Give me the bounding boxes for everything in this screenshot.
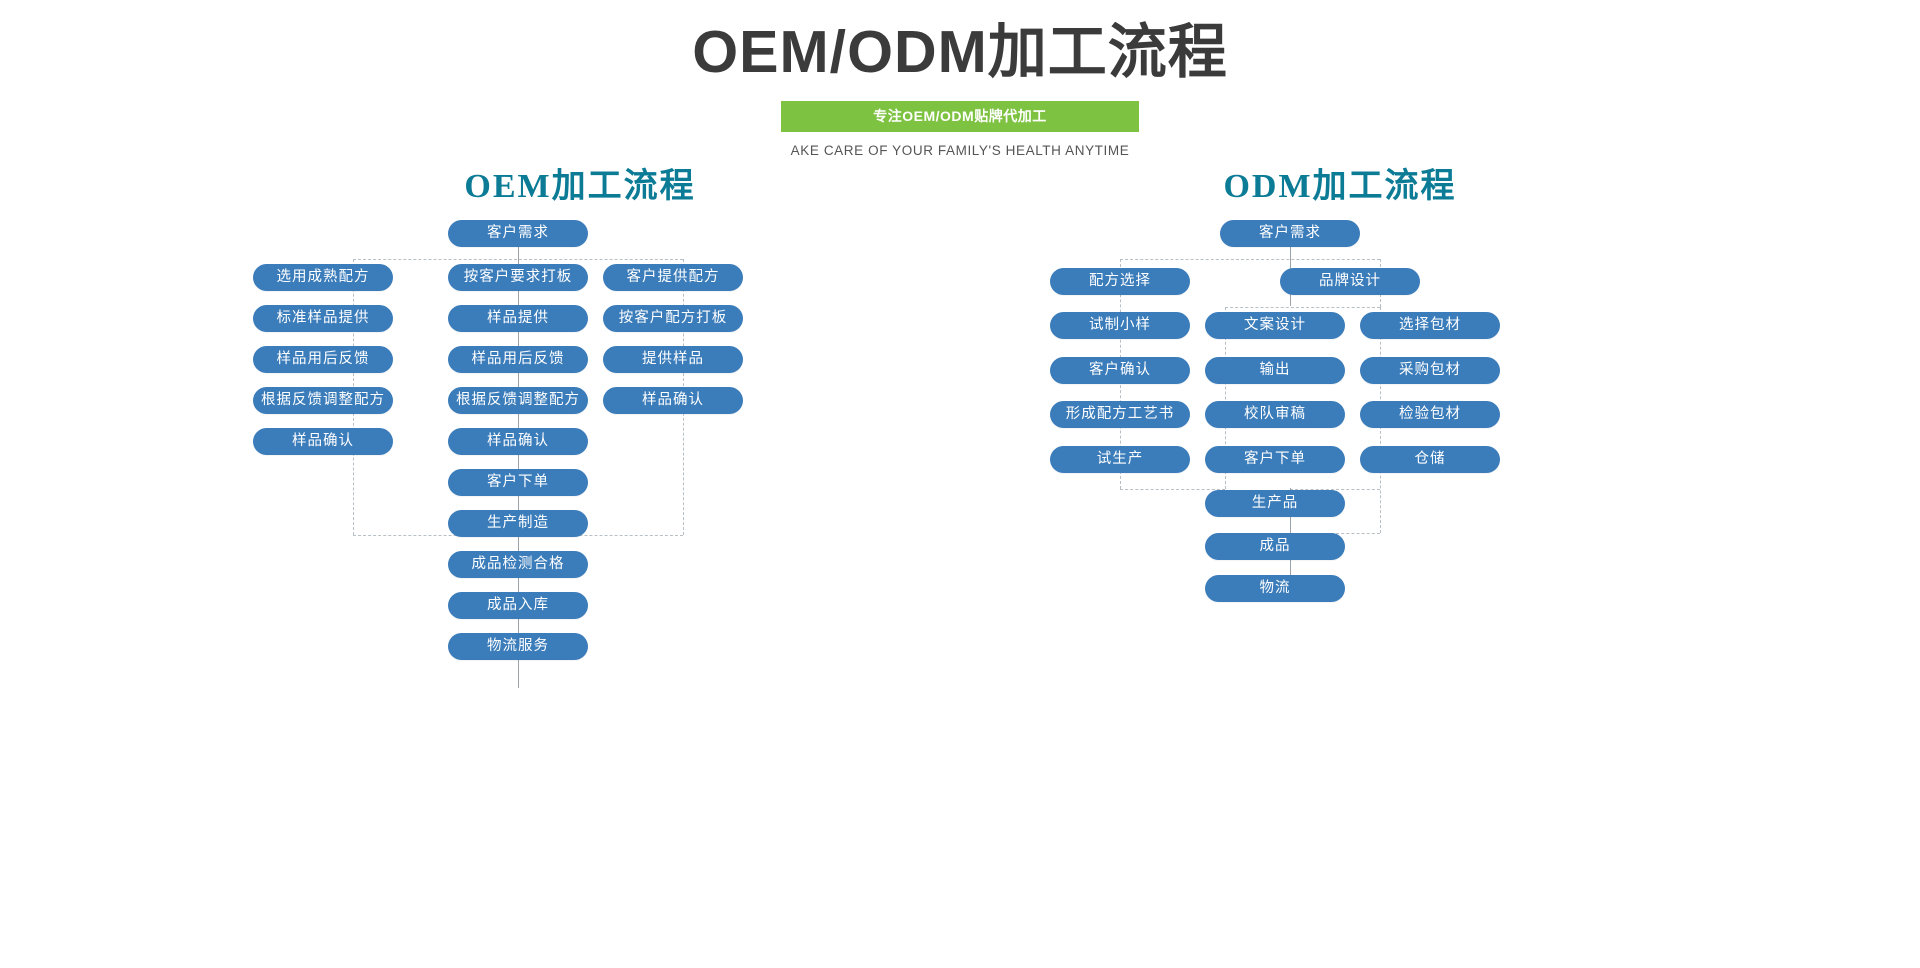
odm-node-mid-1[interactable]: 输出: [1205, 356, 1345, 384]
odm-split-top: [1120, 258, 1380, 260]
oem-node-right-0[interactable]: 客户提供配方: [603, 263, 743, 291]
oem-node-left-0[interactable]: 选用成熟配方: [253, 263, 393, 291]
odm-node-mid-3[interactable]: 客户下单: [1205, 445, 1345, 473]
oem-node-right-3[interactable]: 样品确认: [603, 386, 743, 414]
oem-node-right-2[interactable]: 提供样品: [603, 345, 743, 373]
oem-node-mid-1[interactable]: 样品提供: [448, 304, 588, 332]
flowcharts-area: OEM加工流程 客户需求 选用成熟配方 标准样品提供 样品用后反馈 根据反馈调整…: [0, 158, 1920, 858]
oem-node-left-1[interactable]: 标准样品提供: [253, 304, 393, 332]
odm-node-design-head[interactable]: 品牌设计: [1280, 267, 1420, 295]
odm-node-root[interactable]: 客户需求: [1220, 219, 1360, 247]
odm-merge-left: [1120, 488, 1225, 490]
oem-node-mid-3[interactable]: 根据反馈调整配方: [448, 386, 588, 414]
odm-node-right-0[interactable]: 选择包材: [1360, 311, 1500, 339]
odm-node-left-4[interactable]: 试生产: [1050, 445, 1190, 473]
odm-design-connector: [1225, 306, 1380, 308]
promo-banner: 专注OEM/ODM贴牌代加工: [781, 100, 1139, 132]
oem-node-trunk-0[interactable]: 客户下单: [448, 468, 588, 496]
odm-node-left-1[interactable]: 试制小样: [1050, 311, 1190, 339]
oem-node-left-3[interactable]: 根据反馈调整配方: [253, 386, 393, 414]
odm-section-title: ODM加工流程: [1223, 167, 1457, 205]
oem-node-trunk-2[interactable]: 成品检测合格: [448, 550, 588, 578]
page-title: OEM/ODM加工流程: [692, 19, 1228, 85]
odm-node-left-2[interactable]: 客户确认: [1050, 356, 1190, 384]
odm-node-right-3[interactable]: 仓储: [1360, 445, 1500, 473]
oem-node-right-1[interactable]: 按客户配方打板: [603, 304, 743, 332]
oem-node-mid-2[interactable]: 样品用后反馈: [448, 345, 588, 373]
page-header: OEM/ODM加工流程 专注OEM/ODM贴牌代加工 AKE CARE OF Y…: [0, 0, 1920, 158]
oem-node-mid-0[interactable]: 按客户要求打板: [448, 263, 588, 291]
odm-node-trunk-1[interactable]: 成品: [1205, 532, 1345, 560]
oem-node-trunk-3[interactable]: 成品入库: [448, 591, 588, 619]
odm-merge-pack-order: [1290, 488, 1380, 490]
oem-node-trunk-1[interactable]: 生产制造: [448, 509, 588, 537]
page-subtitle: AKE CARE OF YOUR FAMILY'S HEALTH ANYTIME: [790, 142, 1130, 158]
odm-node-right-1[interactable]: 采购包材: [1360, 356, 1500, 384]
oem-node-trunk-4[interactable]: 物流服务: [448, 632, 588, 660]
odm-mid-rail: [1225, 306, 1226, 489]
odm-node-mid-2[interactable]: 校队审稿: [1205, 400, 1345, 428]
odm-node-trunk-2[interactable]: 物流: [1205, 574, 1345, 602]
odm-node-left-3[interactable]: 形成配方工艺书: [1050, 400, 1190, 428]
odm-node-left-0[interactable]: 配方选择: [1050, 267, 1190, 295]
oem-node-mid-4[interactable]: 样品确认: [448, 427, 588, 455]
oem-node-left-4[interactable]: 样品确认: [253, 427, 393, 455]
oem-node-root[interactable]: 客户需求: [448, 219, 588, 247]
odm-node-mid-0[interactable]: 文案设计: [1205, 311, 1345, 339]
oem-node-left-2[interactable]: 样品用后反馈: [253, 345, 393, 373]
odm-node-trunk-0[interactable]: 生产品: [1205, 489, 1345, 517]
odm-node-right-2[interactable]: 检验包材: [1360, 400, 1500, 428]
oem-spine: [518, 245, 519, 688]
oem-section-title: OEM加工流程: [464, 167, 696, 205]
